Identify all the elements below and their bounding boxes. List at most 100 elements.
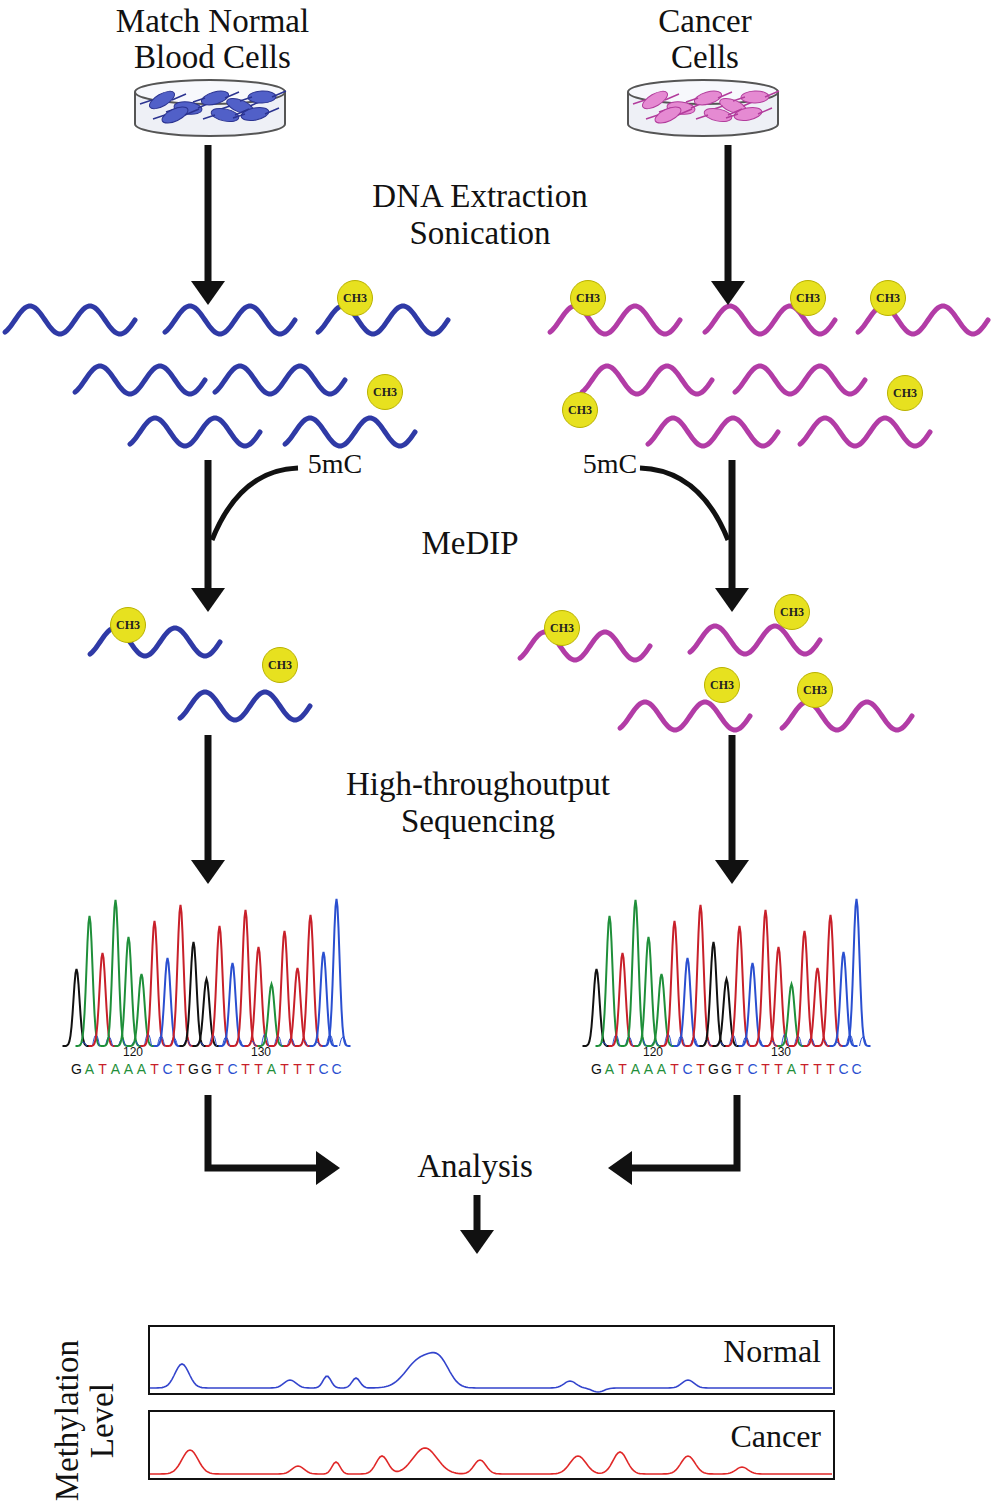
methyl-group-circle: CH3: [262, 647, 298, 683]
base-letter: G: [707, 1062, 720, 1078]
dna-fragment: [180, 692, 310, 720]
cell-process: [240, 91, 286, 101]
arrow-line: [205, 735, 212, 862]
base-letter: C: [330, 1062, 343, 1078]
base-letter: C: [837, 1062, 850, 1078]
trace-noise: [860, 1037, 867, 1046]
step-label: Analysis: [370, 1148, 580, 1185]
arrow-head: [191, 588, 225, 612]
dna-fragment: [75, 366, 205, 394]
methyl-label: CH3: [893, 386, 917, 401]
methyl-group-circle: CH3: [570, 280, 606, 316]
dna-fragment: [690, 626, 820, 654]
dna-fragment: [285, 418, 415, 446]
methyl-label: CH3: [550, 621, 574, 636]
methyl-label: CH3: [373, 385, 397, 400]
arrow-line: [474, 1195, 481, 1232]
methyl-group-circle: CH3: [790, 280, 826, 316]
cell-process: [153, 109, 199, 119]
methyl-group-circle: CH3: [337, 280, 373, 316]
step-label: DNA Extraction Sonication: [330, 178, 630, 252]
methyl-group-circle: CH3: [544, 610, 580, 646]
base-letter: T: [772, 1062, 785, 1078]
base-position: 130: [766, 1046, 796, 1059]
arrow-line: [205, 145, 212, 285]
arrow-line: [208, 1095, 318, 1168]
cell-process: [726, 108, 772, 118]
base-letter: T: [304, 1062, 317, 1078]
cell: [741, 91, 769, 104]
base-position: 120: [638, 1046, 668, 1059]
base-letter: C: [226, 1062, 239, 1078]
base-letter: G: [70, 1062, 83, 1078]
track-box: Normal: [148, 1325, 835, 1395]
sequence-read: GATAAATCTGGTCTTATTTCC: [70, 1062, 345, 1078]
base-letter: A: [785, 1062, 798, 1078]
sequence-read: GATAAATCTGGTCTTATTTCC: [590, 1062, 865, 1078]
base-position: 130: [246, 1046, 276, 1059]
trace-peak: [843, 899, 871, 1046]
trace-peak: [245, 947, 273, 1046]
base-letter: A: [122, 1062, 135, 1078]
methylation-track: [150, 1448, 832, 1474]
arrow-head: [715, 588, 749, 612]
step-label: MeDIP: [380, 525, 560, 562]
base-letter: A: [655, 1062, 668, 1078]
dna-fragment: [550, 306, 680, 334]
sample-title: Cancer Cells: [625, 4, 785, 75]
methyl-group-circle: CH3: [797, 672, 833, 708]
antibody-label: 5mC: [300, 448, 370, 479]
arrow-line: [630, 1095, 737, 1168]
methyl-label: CH3: [116, 618, 140, 633]
base-letter: C: [161, 1062, 174, 1078]
base-letter: T: [733, 1062, 746, 1078]
dna-fragment: [165, 306, 295, 334]
arrow-head: [191, 281, 225, 305]
track-label: Normal: [723, 1333, 821, 1370]
cell: [248, 91, 276, 104]
cell-process: [733, 91, 779, 101]
dna-fragment: [800, 418, 930, 446]
methyl-group-circle: CH3: [110, 607, 146, 643]
base-position: 120: [118, 1046, 148, 1059]
dna-fragment: [130, 418, 260, 446]
sample-dish: Cancer Cells: [625, 4, 785, 144]
base-letter: T: [811, 1062, 824, 1078]
base-letter: T: [291, 1062, 304, 1078]
arrow-line: [725, 145, 732, 285]
dna-fragment: [5, 306, 135, 334]
base-letter: A: [109, 1062, 122, 1078]
methyl-label: CH3: [710, 678, 734, 693]
cell-process: [233, 108, 279, 118]
arrow-line: [205, 460, 212, 590]
trace-peak: [700, 942, 728, 1046]
base-letter: T: [824, 1062, 837, 1078]
arrow-line: [729, 460, 736, 590]
merge-curve: [640, 468, 728, 540]
methyl-group-circle: CH3: [870, 280, 906, 316]
base-letter: T: [798, 1062, 811, 1078]
dna-fragment: [620, 702, 750, 730]
arrow-head: [191, 860, 225, 884]
trace-peak: [765, 947, 793, 1046]
base-letter: A: [642, 1062, 655, 1078]
base-letter: T: [213, 1062, 226, 1078]
base-letter: T: [759, 1062, 772, 1078]
dna-fragment: [520, 632, 650, 660]
base-letter: T: [239, 1062, 252, 1078]
methyl-label: CH3: [796, 291, 820, 306]
methyl-label: CH3: [576, 291, 600, 306]
base-letter: A: [135, 1062, 148, 1078]
base-letter: T: [668, 1062, 681, 1078]
step-label: High-throughoutput Sequencing: [300, 766, 656, 840]
base-letter: T: [694, 1062, 707, 1078]
arrow-head: [316, 1151, 340, 1185]
base-letter: G: [720, 1062, 733, 1078]
arrow-head: [460, 1230, 494, 1254]
arrow-head: [711, 281, 745, 305]
trace-peak: [323, 899, 351, 1046]
base-letter: G: [200, 1062, 213, 1078]
track-box: Cancer: [148, 1410, 835, 1480]
base-letter: C: [317, 1062, 330, 1078]
methyl-group-circle: CH3: [367, 374, 403, 410]
